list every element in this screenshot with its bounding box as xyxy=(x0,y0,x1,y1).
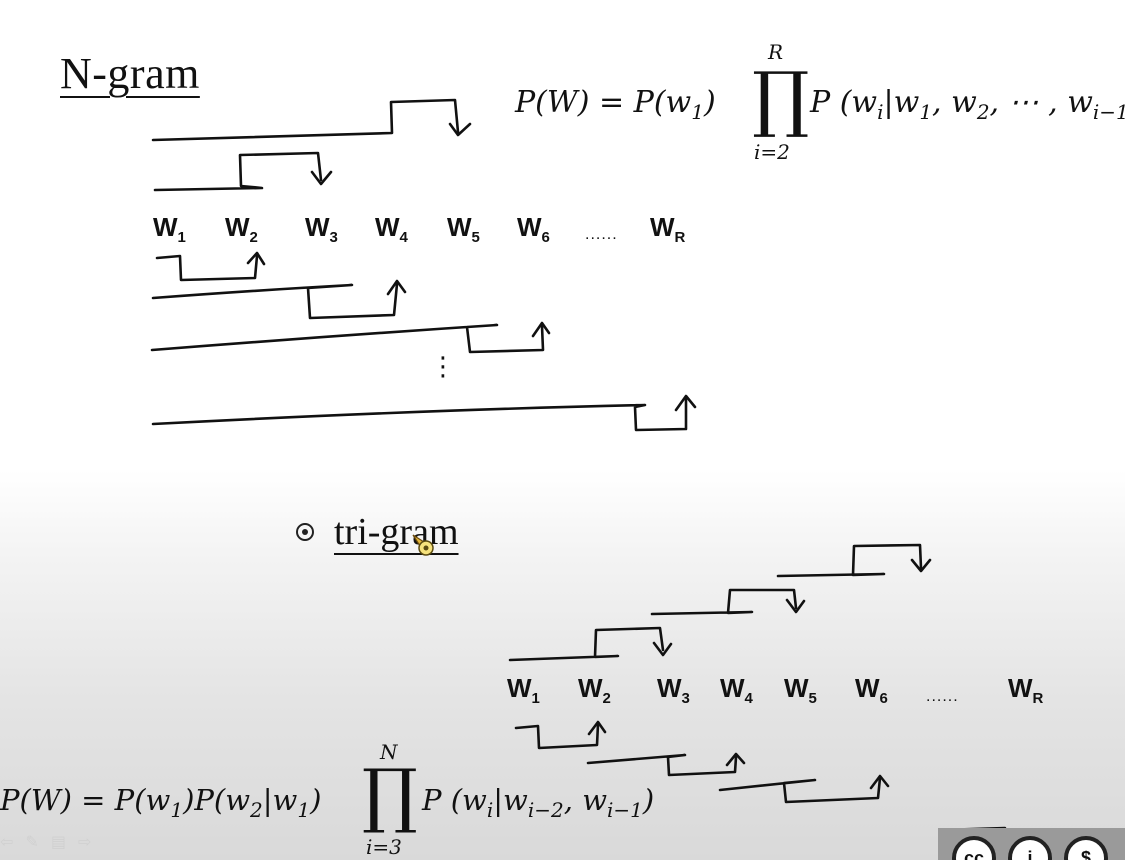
trigram-formula-rhs: P (wi|wi−2, wi−1) xyxy=(422,783,655,822)
ngram-rhs-mid: , w xyxy=(932,85,977,120)
back-arrow-icon[interactable]: ⇦ xyxy=(0,832,14,851)
ngram-formula-lhs-sub: 1 xyxy=(691,100,704,124)
ngram-formula: P(W) = P(w1) xyxy=(515,85,716,124)
ngram-ellipsis: ...... xyxy=(585,226,618,243)
trigram-product-lower: i=3 xyxy=(366,835,402,859)
trigram-word-6: W6 xyxy=(855,673,888,708)
trigram-word-r: WR xyxy=(1008,673,1044,708)
ngram-rhs-sub-i: i xyxy=(877,100,884,124)
vertical-ellipsis: ⋮ xyxy=(430,352,456,382)
ngram-rhs-sub-1: 1 xyxy=(919,100,933,124)
trigram-word-1: W1 xyxy=(507,673,540,708)
creative-commons-icon: cc xyxy=(952,836,996,860)
player-controls[interactable]: ⇦ ✎ ▤ ⇨ xyxy=(0,832,91,851)
ngram-word-5: W5 xyxy=(447,212,480,247)
ngram-rhs-sub-2: 2 xyxy=(976,100,990,124)
trigram-word-5: W5 xyxy=(784,673,817,708)
ngram-rhs-sub-3: i−1 xyxy=(1092,100,1125,124)
ngram-rhs-bar: |w xyxy=(883,85,920,120)
circle-dot-bullet-icon xyxy=(296,523,314,541)
attribution-icon: i xyxy=(1008,836,1052,860)
slide-title: N-gram xyxy=(60,49,200,98)
trigram-product-symbol: ∏ xyxy=(362,754,418,836)
ngram-word-2: W2 xyxy=(225,212,258,247)
ngram-rhs-mid2: , ⋯ , w xyxy=(989,85,1093,120)
ngram-formula-lhs: P(W) = P(w xyxy=(515,85,692,120)
forward-arrow-icon[interactable]: ⇨ xyxy=(77,832,92,851)
trigram-word-3: W3 xyxy=(657,673,690,708)
trigram-ellipsis: ...... xyxy=(926,688,959,705)
menu-icon[interactable]: ▤ xyxy=(50,832,66,851)
non-commercial-icon: $ xyxy=(1064,836,1108,860)
trigram-word-2: W2 xyxy=(578,673,611,708)
trigram-formula-lhs: P(W) = P(w1)P(w2|w1) xyxy=(0,783,322,822)
ngram-formula-lhs-close: ) xyxy=(703,85,716,120)
ngram-formula-rhs: P (wi|w1, w2, ⋯ , wi−1 xyxy=(810,85,1125,124)
ngram-rhs-start: P (w xyxy=(810,85,878,120)
pen-tool-icon[interactable]: ✎ xyxy=(25,832,39,851)
ngram-word-4: W4 xyxy=(375,212,408,247)
trigram-word-4: W4 xyxy=(720,673,753,708)
ngram-word-1: W1 xyxy=(153,212,186,247)
ngram-word-3: W3 xyxy=(305,212,338,247)
ngram-word-r: WR xyxy=(650,212,686,247)
trigram-product-upper: N xyxy=(380,740,398,764)
ngram-product-upper: R xyxy=(768,40,784,64)
pen-cursor-icon xyxy=(410,532,436,558)
ngram-product-lower: i=2 xyxy=(754,140,790,164)
ngram-word-6: W6 xyxy=(517,212,550,247)
license-badge[interactable]: cc i $ xyxy=(938,828,1125,860)
ngram-product-symbol: ∏ xyxy=(752,56,810,140)
trigram-title: tri-gram xyxy=(334,511,459,553)
